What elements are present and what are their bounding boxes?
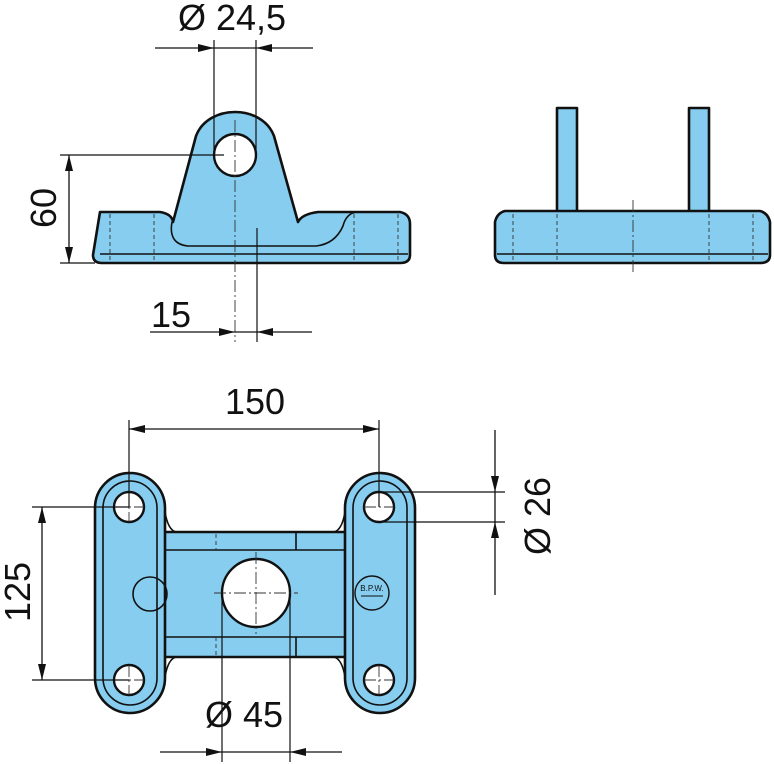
dimension-hole-spacing-x: 150	[128, 381, 380, 507]
dimension-label: 150	[225, 381, 285, 422]
plan-view-right-bar	[343, 471, 417, 715]
dimension-label: Ø 45	[205, 694, 283, 735]
side-view	[493, 106, 772, 272]
arrow-icon	[65, 155, 73, 171]
plan-view-side-boss	[132, 576, 151, 612]
arrow-icon	[491, 522, 499, 538]
arrow-icon	[290, 748, 306, 756]
edge-line	[352, 480, 408, 706]
plan-view: B.P.W.	[93, 471, 417, 715]
arrow-icon	[256, 44, 272, 52]
arrow-icon	[38, 664, 46, 680]
front-view-saddle	[170, 211, 357, 247]
bpw-logo-icon: B.P.W.	[354, 575, 390, 611]
arrow-icon	[257, 328, 273, 336]
arrow-icon	[491, 476, 499, 492]
arrow-icon	[65, 247, 73, 263]
arrow-icon	[129, 425, 145, 433]
side-view-lug-right	[687, 106, 711, 214]
front-view-body	[91, 110, 412, 265]
arrow-icon	[206, 748, 222, 756]
arrow-icon	[198, 44, 214, 52]
side-view-base	[493, 209, 772, 265]
dimension-hole-spacing-y: 125	[0, 506, 129, 681]
dimension-center-hole: Ø 45	[160, 593, 342, 762]
dimension-offset: 15	[150, 294, 312, 336]
edge-line	[102, 480, 158, 706]
edge-line	[149, 576, 168, 612]
dimension-label: Ø 24,5	[178, 0, 286, 38]
dimension-height: 60	[23, 154, 224, 264]
dimension-bore: Ø 24,5	[155, 0, 313, 150]
dimension-label: 125	[0, 562, 38, 622]
edge-line	[164, 656, 177, 678]
plan-view-left-bar	[93, 471, 167, 715]
side-view-lug-left	[555, 106, 579, 214]
edge-line	[164, 511, 177, 533]
arrow-icon	[38, 507, 46, 523]
dimension-label: 15	[151, 294, 191, 335]
front-view	[91, 110, 412, 342]
edge-line	[333, 511, 346, 533]
dimension-label: 60	[23, 188, 64, 228]
arrow-icon	[219, 328, 235, 336]
arrow-icon	[363, 425, 379, 433]
dimension-mount-hole: Ø 26	[379, 430, 558, 595]
logo-text: B.P.W.	[360, 584, 383, 593]
edge-line	[333, 656, 346, 678]
dimension-label: Ø 26	[517, 477, 558, 555]
